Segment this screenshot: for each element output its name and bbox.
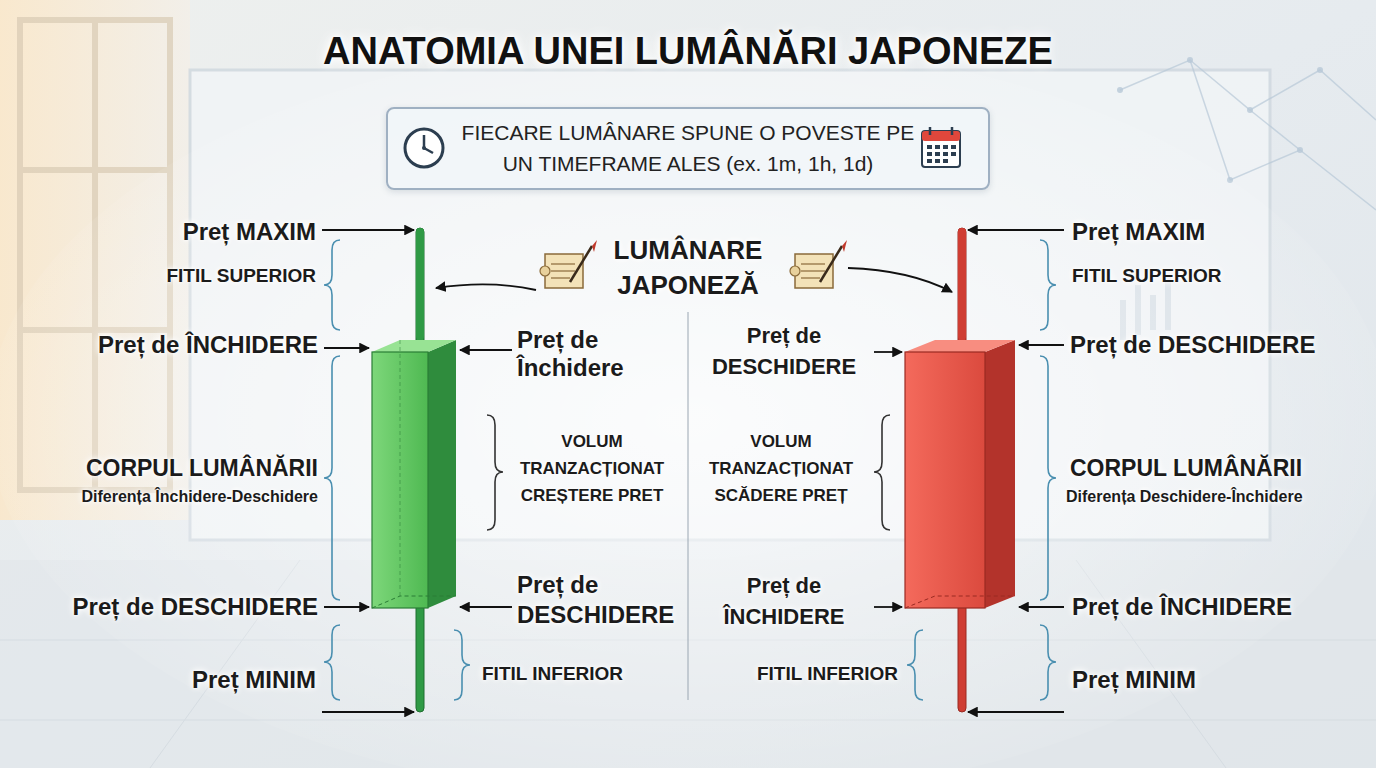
price-label: Preț MINIM — [1072, 666, 1196, 695]
volume-label: VOLUM TRANZACȚIONAT CREȘTERE PRET — [506, 428, 678, 509]
wick-label: FITIL SUPERIOR — [166, 265, 316, 288]
center-label: LUMÂNARE JAPONEZĂ — [598, 233, 778, 303]
body-sublabel: Diferența Închidere-Deschidere — [81, 487, 318, 506]
body-sublabel: Diferența Deschidere-Închidere — [1066, 487, 1303, 506]
divider-line — [688, 312, 689, 700]
volume-label: VOLUM TRANZACȚIONAT SCĂDERE PREȚ — [696, 428, 866, 509]
diagram-title: ANATOMIA UNEI LUMÂNĂRI JAPONEZE — [0, 30, 1376, 73]
price-label: Preț de DESCHIDERE — [73, 593, 318, 622]
price-label: Preț de Închidere — [517, 326, 647, 382]
wick-label: FITIL SUPERIOR — [1072, 265, 1222, 288]
info-text: FIECARE LUMÂNARE SPUNE O POVESTE PE UN T… — [450, 118, 926, 179]
scroll-icon — [790, 240, 847, 288]
bullish-candle — [372, 228, 456, 712]
info-box: FIECARE LUMÂNARE SPUNE O POVESTE PE UN T… — [386, 107, 990, 190]
price-label: Preț de ÎNCHIDERE — [98, 331, 318, 360]
bearish-candle — [905, 228, 1015, 712]
calendar-icon — [922, 127, 960, 167]
price-label: Preț MAXIM — [1072, 218, 1205, 247]
price-label: Preț MAXIM — [183, 218, 316, 247]
price-label: Preț de ÎNCHIDERE — [700, 570, 868, 632]
clock-icon — [405, 129, 443, 167]
price-label: Preț MINIM — [192, 666, 316, 695]
price-label: Preț de ÎNCHIDERE — [1072, 593, 1292, 622]
braces — [324, 240, 1056, 700]
scroll-icon — [540, 240, 597, 288]
wick-label: FITIL INFERIOR — [482, 663, 623, 686]
price-label: Preț de DESCHIDERE — [517, 570, 695, 630]
wick-label: FITIL INFERIOR — [757, 663, 898, 686]
body-label: CORPUL LUMÂNĂRII — [86, 455, 318, 483]
price-label: Preț de DESCHIDERE — [700, 320, 868, 382]
price-label: Preț de DESCHIDERE — [1070, 331, 1315, 360]
body-label: CORPUL LUMÂNĂRII — [1070, 455, 1302, 483]
leader-arrows — [322, 230, 1064, 712]
